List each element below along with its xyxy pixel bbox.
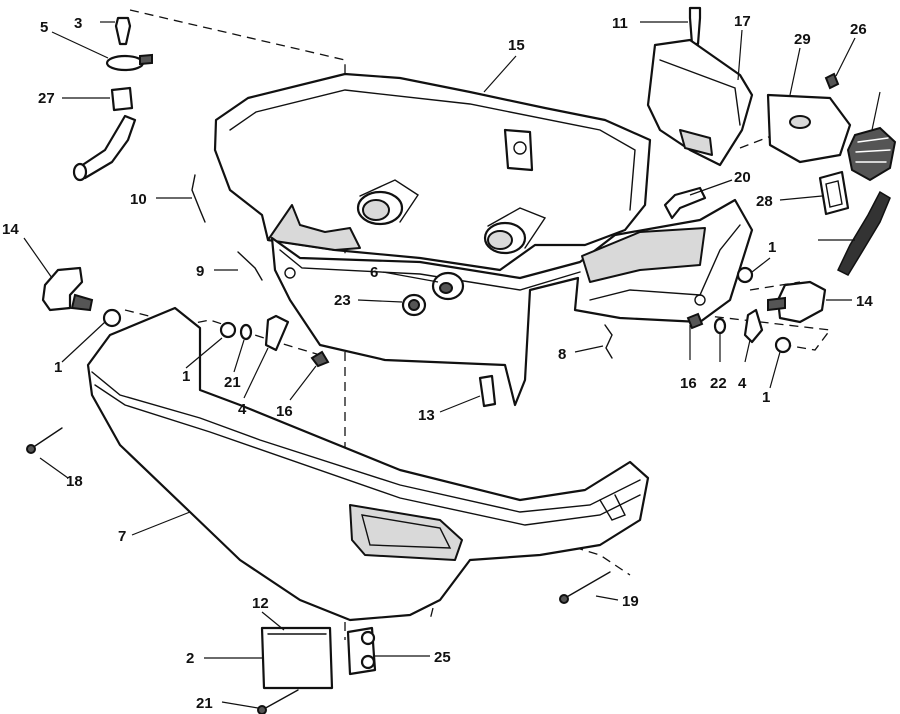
leader-lines xyxy=(23,21,881,709)
screw-part-20 xyxy=(261,689,299,711)
callout-12: 12 xyxy=(252,595,269,612)
upper-cowl-part xyxy=(213,72,652,272)
bracket-part-4b xyxy=(743,308,764,344)
bracket-part-4a xyxy=(264,314,290,352)
callout-7: 7 xyxy=(118,528,126,545)
air-intake-parts xyxy=(646,6,897,276)
callout-8: 8 xyxy=(558,346,566,363)
screw-part-16b xyxy=(686,312,704,330)
callout-20: 21 xyxy=(196,695,213,712)
callout-15: 15 xyxy=(508,37,525,54)
callout-1-b: 1 xyxy=(182,368,190,385)
boot-part-28 xyxy=(846,126,897,182)
callout-21-right: 22 xyxy=(710,375,727,392)
screw-part-3 xyxy=(114,16,132,46)
clamp-part-5 xyxy=(105,54,145,72)
callout-1-d: 1 xyxy=(762,389,770,406)
hose-part xyxy=(76,114,137,180)
callout-9: 9 xyxy=(196,263,204,280)
screw-part-16a xyxy=(310,350,330,368)
callout-11: 11 xyxy=(612,15,628,32)
callout-14-left: 14 xyxy=(2,221,19,238)
callout-23: 25 xyxy=(434,649,451,666)
callout-3: 3 xyxy=(74,15,82,32)
bushing-part-1c xyxy=(736,266,754,284)
callout-13: 13 xyxy=(418,407,435,424)
clip-part-8 xyxy=(604,324,613,359)
callout-4-right: 4 xyxy=(738,375,747,392)
callout-26: 28 xyxy=(756,193,773,210)
hose-part-29 xyxy=(837,190,891,276)
duct-part-27 xyxy=(766,93,852,164)
callout-17: 17 xyxy=(734,13,751,30)
callout-1-c: 1 xyxy=(768,239,776,256)
washer-part-21b xyxy=(713,317,727,335)
plate-part-2 xyxy=(260,626,334,690)
callout-22: 23 xyxy=(334,292,351,309)
wire-part-9 xyxy=(237,251,263,281)
callout-16-left: 16 xyxy=(276,403,293,420)
callout-2: 2 xyxy=(186,650,194,667)
wire-part-10 xyxy=(191,174,206,223)
latch-part-14-left xyxy=(41,266,84,312)
callout-5: 5 xyxy=(40,19,48,36)
callout-18-right: 19 xyxy=(622,593,639,610)
callout-24: 26 xyxy=(850,21,867,38)
bushing-part-1a xyxy=(102,308,122,328)
bushing-part-1b xyxy=(219,321,237,339)
clip-part-19 xyxy=(663,186,707,220)
callout-14-right: 14 xyxy=(856,293,873,310)
sleeve-part-25 xyxy=(110,86,134,112)
bolt-part-18a xyxy=(31,427,63,449)
callout-6: 6 xyxy=(370,264,378,281)
callout-25: 27 xyxy=(38,90,55,107)
callout-1-a: 1 xyxy=(54,359,62,376)
lower-cowl-part xyxy=(86,306,650,622)
screw-part-24 xyxy=(824,72,840,90)
lower-pan-part xyxy=(270,198,754,407)
hardware-parts xyxy=(26,16,827,714)
callout-18-left: 18 xyxy=(66,473,83,490)
intake-housing-part-17 xyxy=(646,38,754,167)
bolt-part-11 xyxy=(688,6,702,46)
callout-16-right: 16 xyxy=(680,375,697,392)
clip-part-13 xyxy=(478,374,497,408)
callout-19: 20 xyxy=(734,169,751,186)
callout-labels: 3 5 27 10 9 14 1 1 21 4 16 18 7 6 23 13 … xyxy=(2,13,873,712)
bolt-part-18b xyxy=(564,571,611,599)
callout-27: 29 xyxy=(794,31,811,48)
bushing-part-1d xyxy=(774,336,792,354)
callout-4-left: 4 xyxy=(238,401,247,418)
callout-21-left: 21 xyxy=(224,374,241,391)
callout-10: 10 xyxy=(130,191,147,208)
gasket-part-26 xyxy=(818,170,850,216)
washer-part-21a xyxy=(239,323,253,341)
